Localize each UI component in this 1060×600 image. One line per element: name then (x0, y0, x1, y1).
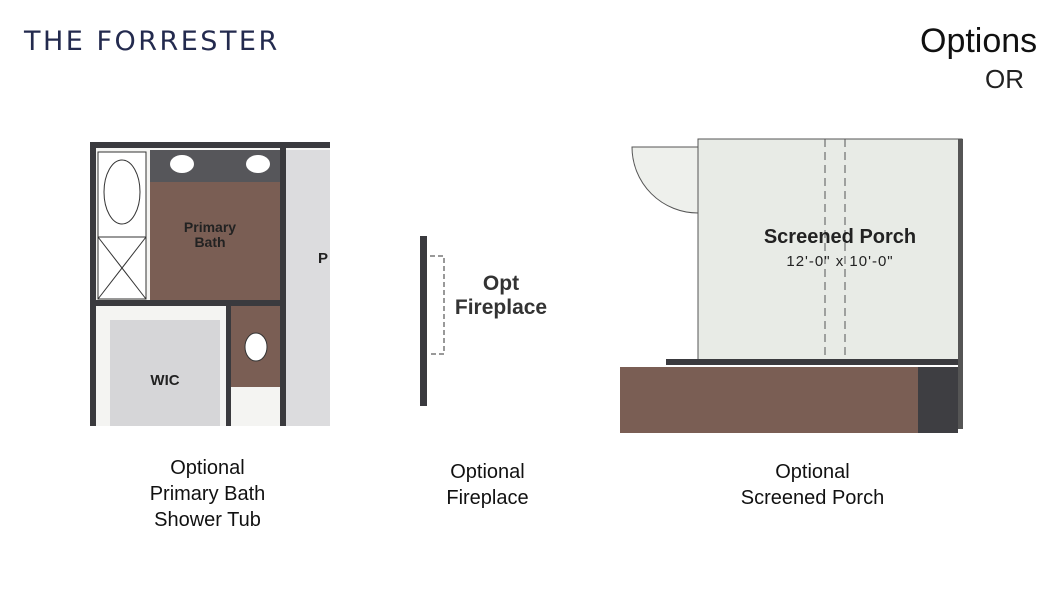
label-fireplace: Opt Fireplace (446, 272, 556, 320)
overlay-text: OR (985, 64, 1024, 94)
caption-line: Screened Porch (740, 487, 885, 509)
caption-line: Primary Bath (149, 483, 266, 505)
caption-primary-bath: Optional Primary Bath Shower Tub (120, 455, 295, 533)
screened-porch-plan (620, 138, 963, 433)
label-p: P (318, 250, 329, 267)
caption-fireplace: Optional Fireplace (420, 459, 555, 511)
caption-screened-porch: Optional Screened Porch (720, 459, 905, 511)
fireplace-plan (420, 236, 445, 406)
primary-bath-plan (90, 142, 330, 426)
label-line: Fireplace (454, 296, 548, 319)
label-line: Opt (482, 272, 520, 295)
caption-line: Optional (170, 457, 245, 479)
label-primary-bath: Primary Bath (183, 219, 237, 250)
label-wic: WIC (150, 372, 180, 389)
brand-title: THE FORRESTER (24, 26, 280, 57)
section-title: Options (920, 22, 1038, 60)
caption-line: Optional (450, 461, 525, 483)
label-porch-size: 12'-0" x 10'-0" (786, 253, 894, 270)
caption-line: Shower Tub (154, 509, 261, 531)
caption-line: Optional (775, 461, 850, 483)
label-screened-porch: Screened Porch (763, 226, 917, 248)
caption-line: Fireplace (446, 487, 529, 509)
